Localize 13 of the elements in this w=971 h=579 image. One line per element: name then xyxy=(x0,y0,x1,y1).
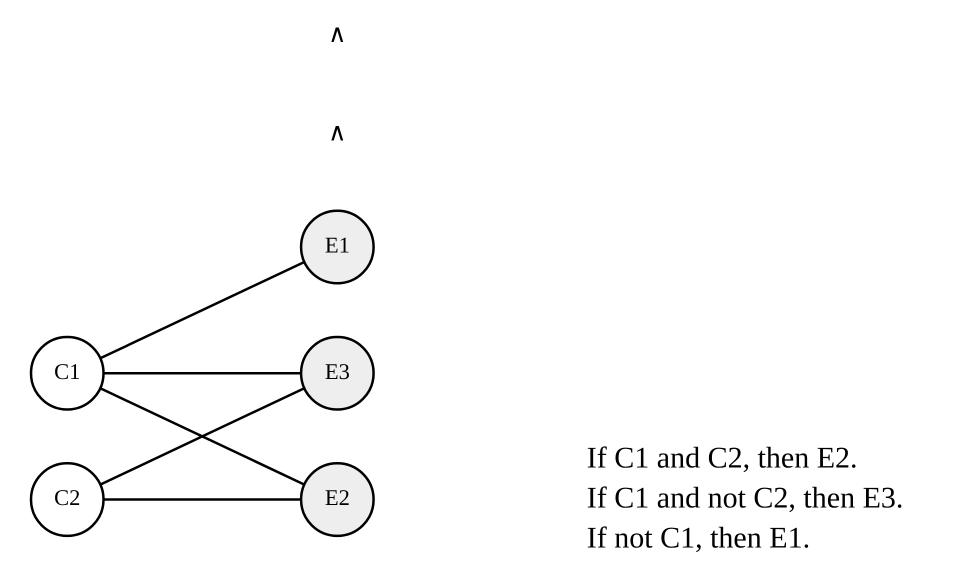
label: If C1 and C2, then E2. xyxy=(586,441,858,474)
label: ∧ xyxy=(328,118,346,147)
node-circle: C1 xyxy=(30,336,105,411)
label: If not C1, then E1. xyxy=(586,521,810,554)
node-circle: C2 xyxy=(30,462,105,538)
node-circle: E1 xyxy=(300,209,375,284)
label: If C1 and not C2, then E3. xyxy=(586,481,904,514)
connector xyxy=(100,260,305,360)
connector xyxy=(104,372,301,375)
connector xyxy=(104,498,301,501)
label: ∧ xyxy=(328,18,346,48)
node-circle: E3 xyxy=(300,336,375,411)
node-circle: E2 xyxy=(300,462,375,538)
